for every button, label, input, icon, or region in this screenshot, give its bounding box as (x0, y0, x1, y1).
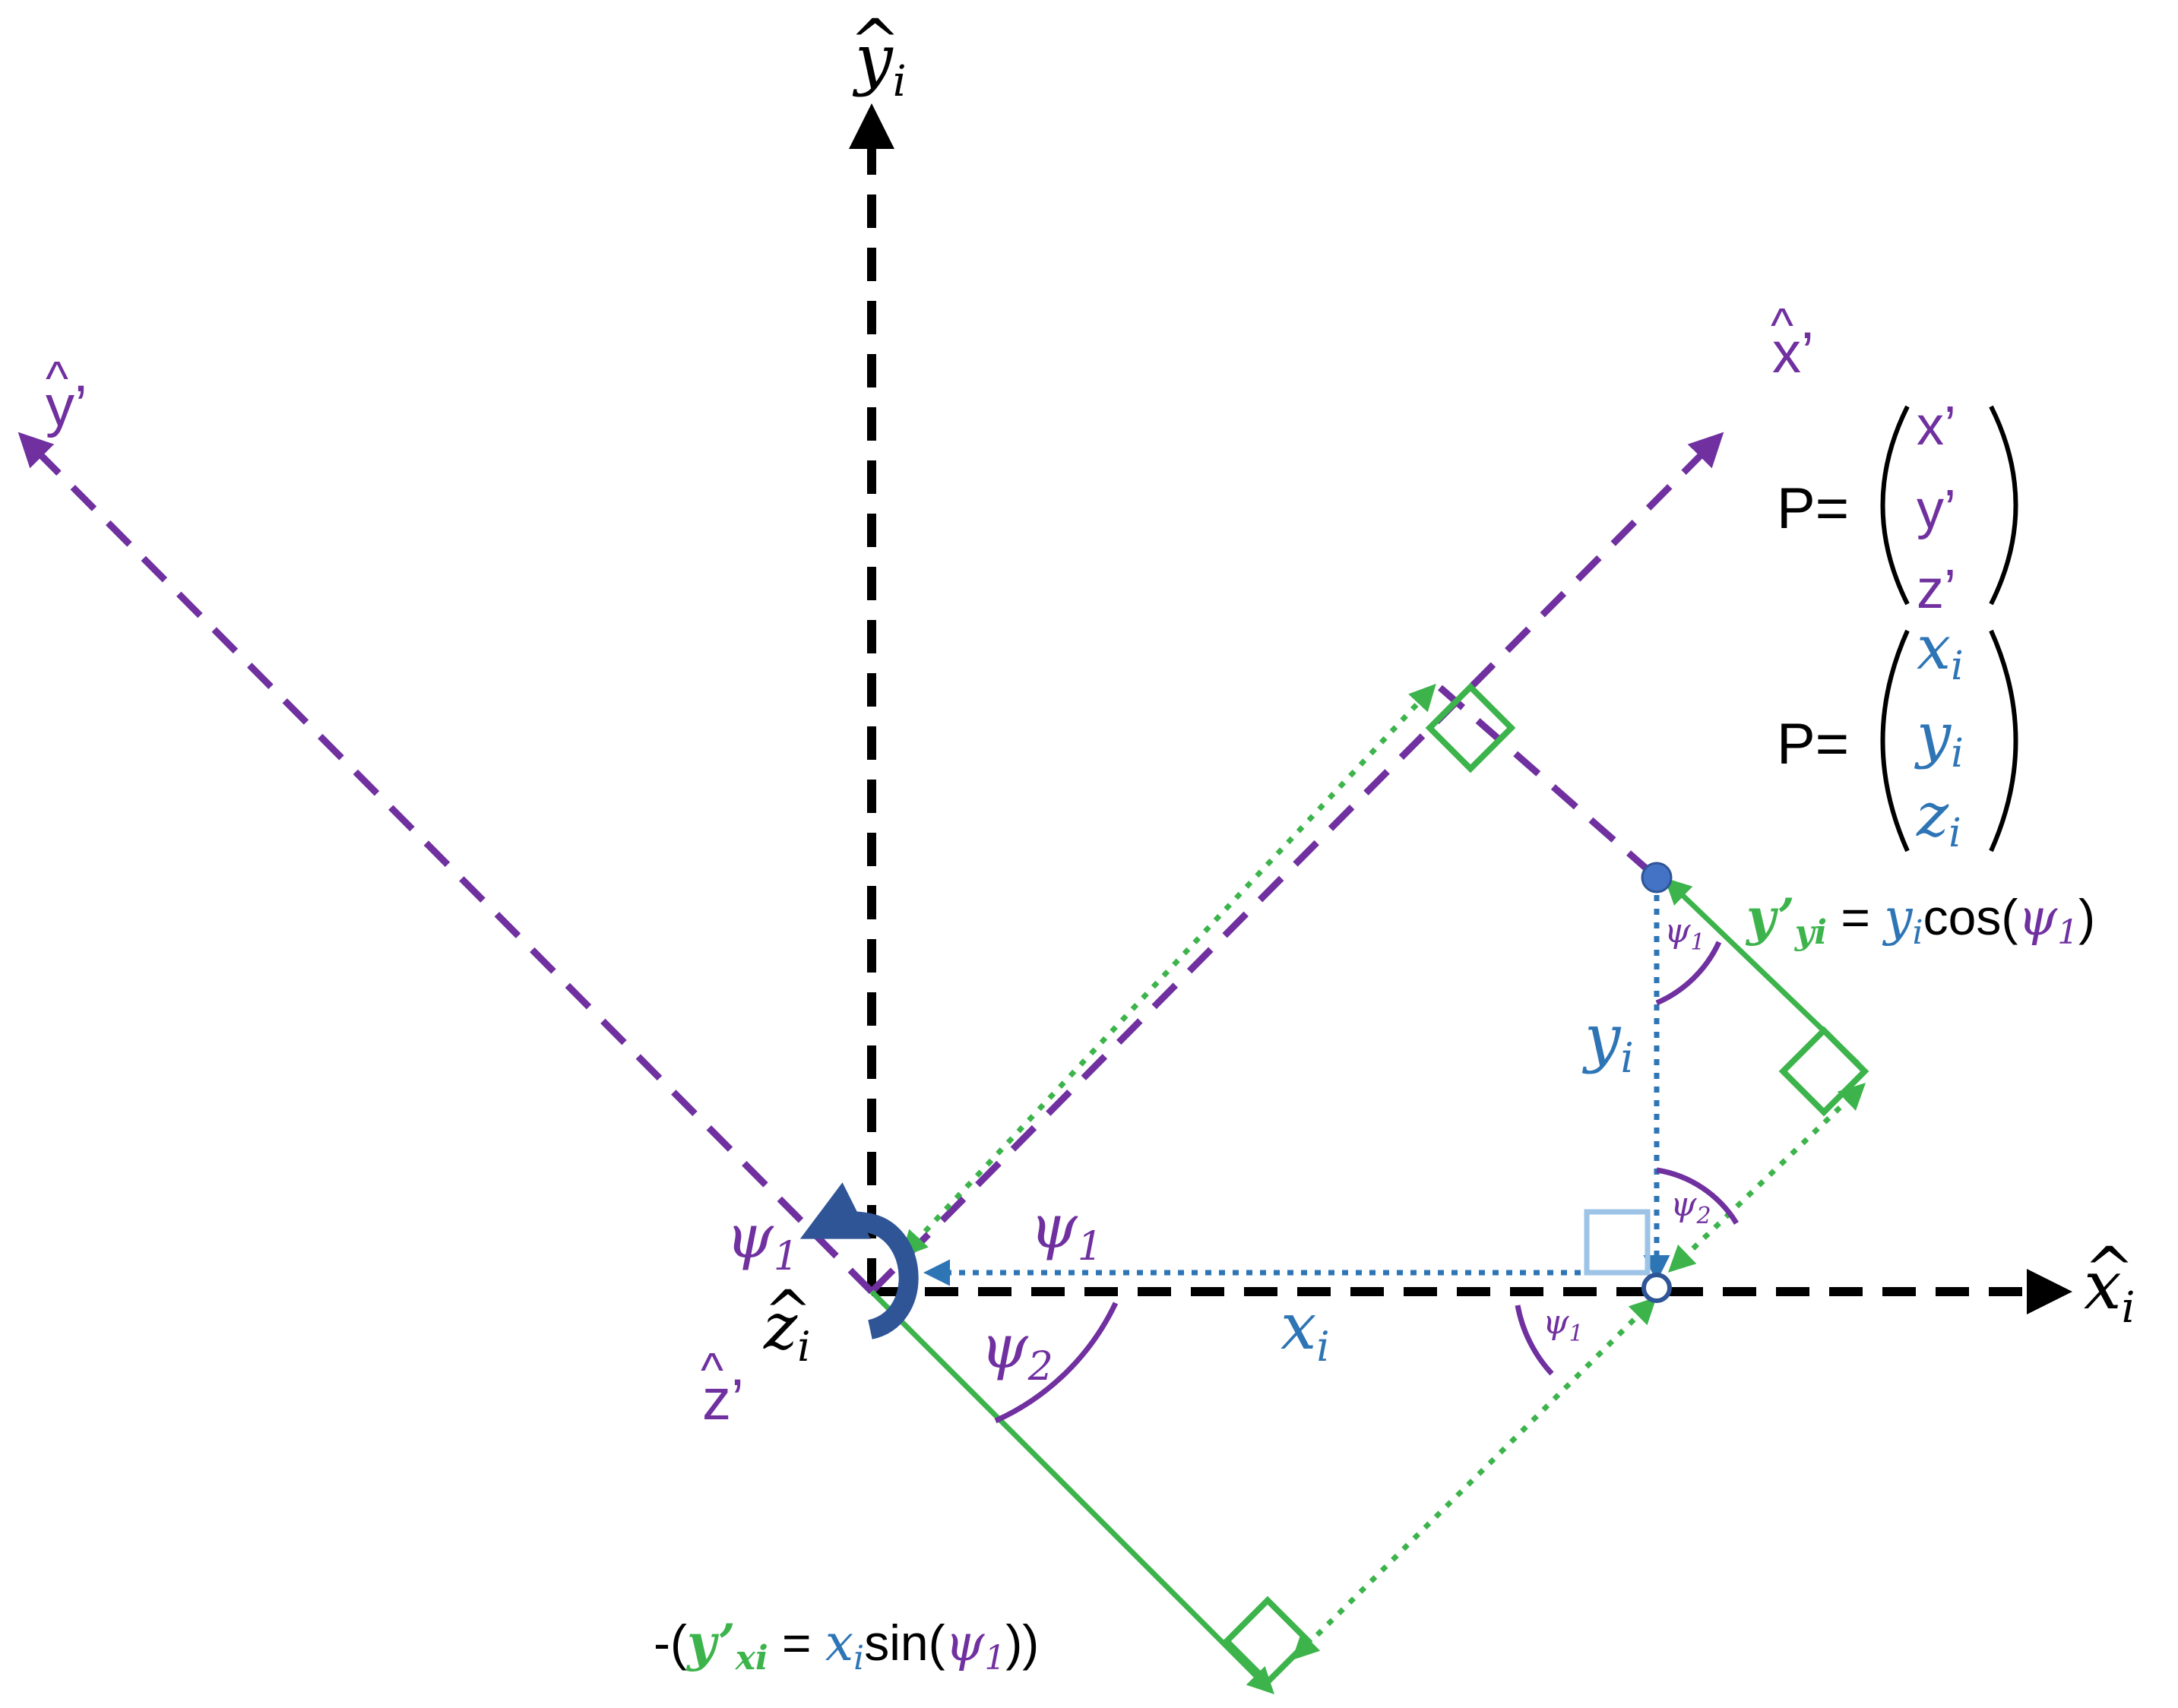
psi1-label-origin: ψ1 (726, 1201, 799, 1279)
psi1-label-bottom: ψ1 (1543, 1303, 1584, 1347)
right-angle-marker-icon (1778, 1026, 1869, 1117)
matrix-i-right-paren (1989, 629, 2018, 852)
segment-labels: xi yi (1281, 1001, 1634, 1371)
matrix-i-left-paren (1880, 629, 1910, 852)
y-prime-axis (17, 432, 875, 1295)
matrix-prime-right-paren (1989, 405, 2018, 606)
matrix-prime: P= x’ y’ z’ (1777, 396, 2018, 620)
x-prime-axis-hat: ^ (1771, 298, 1793, 353)
matrix-i-row-3: zi (1916, 780, 1961, 856)
inertial-axes (849, 103, 2072, 1314)
y-i-axis-label: yi (852, 20, 907, 106)
matrix-prime-row-2: y’ (1917, 479, 1956, 540)
y-prime-xi-component (869, 1289, 1274, 1694)
psi2-arc-right (1656, 1167, 1739, 1225)
x-prime-axis-label: x’ (1772, 321, 1814, 385)
x-prime-component-dotted (901, 683, 1436, 1258)
x-i-axis-label: xi (2084, 1246, 2135, 1333)
matrix-i-row-1: xi (1917, 612, 1964, 689)
y-prime-yi-dotted (1667, 1083, 1866, 1273)
matrix-i-prefix: P= (1777, 712, 1849, 777)
y-prime-xi-dotted (1292, 1297, 1657, 1660)
equation-y-prime-xi: -(y’xi = xisin(ψ1)) (654, 1613, 1039, 1678)
y-prime-axis-hat: ^ (46, 351, 68, 406)
psi1-arc-bottom (1515, 1305, 1554, 1376)
z-i-axis-hat: ^ (764, 1277, 812, 1345)
z-prime-axis-label: z’ (702, 1368, 744, 1432)
rotation-arrow-icon (799, 1182, 919, 1340)
matrix-i: P= xi yi zi (1777, 612, 2018, 856)
right-angle-marker-icon (1222, 1596, 1313, 1687)
x-i-segment-label: xi (1281, 1289, 1330, 1371)
y-i-axis-hat: ^ (850, 6, 901, 77)
x-i-axis-hat: ^ (2084, 1234, 2135, 1305)
psi1-label-xi-line: ψ1 (1030, 1191, 1103, 1270)
equation-y-prime-yi: y’yi = yicos(ψ1) (1745, 887, 2095, 952)
matrix-prime-row-3: z’ (1917, 559, 1956, 620)
y-i-segment-label: yi (1581, 1001, 1634, 1082)
matrix-prime-prefix: P= (1777, 476, 1849, 541)
matrix-i-row-2: yi (1914, 700, 1964, 777)
x-prime-axis (869, 432, 1724, 1295)
matrix-prime-left-paren (1880, 405, 1910, 606)
matrix-prime-row-1: x’ (1917, 396, 1956, 457)
rotated-axes (17, 432, 1724, 1295)
psi2-label-right: ψ2 (1670, 1185, 1711, 1229)
z-prime-axis-hat: ^ (701, 1343, 723, 1397)
right-angle-marker-icon (1425, 682, 1516, 773)
angle-labels: ψ1 ψ1 ψ2 ψ1 ψ1 ψ2 (726, 912, 1711, 1390)
z-i-axis-label: zi (763, 1289, 811, 1371)
psi1-label-top: ψ1 (1664, 912, 1705, 956)
angle-arcs (994, 941, 1739, 1424)
psi2-label-origin: ψ2 (980, 1311, 1053, 1390)
p-projection-on-x-prime (1438, 685, 1659, 881)
y-prime-axis-label: y’ (46, 374, 87, 438)
point-marker-icon (1641, 1273, 1672, 1303)
blue-components (923, 881, 1670, 1286)
point-marker-icon (1641, 862, 1673, 894)
axis-labels: ^ yi ^ xi ^ zi ^ x’ ^ y’ ^ z’ (46, 6, 2135, 1432)
psi1-arc-top (1655, 941, 1722, 1006)
psi2-arc-origin (994, 1302, 1119, 1424)
green-construction (869, 682, 1869, 1694)
right-angle-marker-icon (1584, 1209, 1651, 1276)
